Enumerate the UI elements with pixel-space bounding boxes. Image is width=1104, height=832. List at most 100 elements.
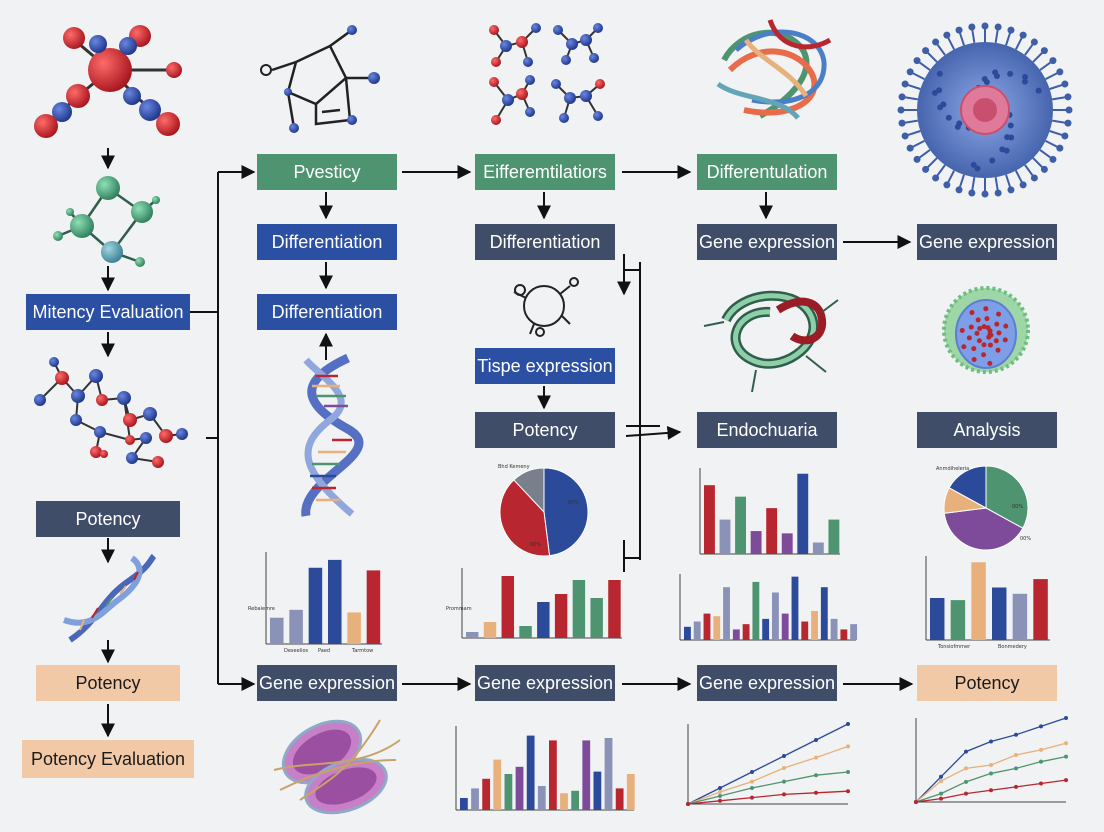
pie-label: 00% (1020, 536, 1031, 542)
bar (582, 740, 591, 810)
bar (615, 788, 624, 810)
branch-connector (190, 165, 256, 691)
pie-slice (543, 467, 589, 557)
bar (930, 598, 945, 640)
gene-expression-box-c3[interactable]: Gene expression (475, 665, 615, 701)
gene-expression-box-c5[interactable]: Gene expression (917, 224, 1057, 260)
potency-peach-box-right[interactable]: Potency (917, 665, 1057, 701)
gene-expression-box-c2[interactable]: Gene expression (257, 665, 397, 701)
series-point (964, 749, 968, 754)
bar (801, 621, 809, 640)
bar (750, 531, 762, 554)
series-point (846, 770, 850, 774)
pie-slice (985, 465, 1029, 529)
series-point (964, 791, 968, 796)
bar (704, 485, 715, 554)
potency-evaluation-box[interactable]: Potency Evaluation (22, 740, 194, 778)
bar (684, 626, 691, 640)
bar (811, 610, 818, 640)
series-point (989, 788, 993, 793)
bar (501, 576, 514, 638)
differentulation-box[interactable]: Differentulation (697, 154, 837, 190)
series-line (687, 745, 849, 805)
series-point (814, 790, 818, 795)
series-point (1014, 752, 1018, 757)
bar (812, 542, 824, 554)
series-point (686, 802, 690, 806)
bar (971, 562, 986, 640)
bar (460, 798, 468, 810)
bar (466, 632, 479, 638)
bar (366, 570, 381, 644)
bar (537, 602, 550, 638)
molecule-icon (34, 357, 188, 468)
series-point (782, 779, 786, 784)
x-tick-label: Bonmedery (998, 644, 1027, 650)
bar (482, 778, 491, 810)
potency-box-left[interactable]: Potency (36, 501, 180, 537)
series-point (814, 773, 818, 778)
eifferemtilatiors-box[interactable]: Eifferemtilatiors (475, 154, 615, 190)
bar (560, 793, 568, 810)
bar (328, 559, 342, 644)
series-point (989, 739, 993, 744)
gene-expression-box-c4[interactable]: Gene expression (697, 224, 837, 260)
bar (515, 766, 524, 810)
series-point (939, 791, 943, 796)
bar (752, 581, 760, 640)
series-point (914, 800, 918, 804)
differentiation-box-c2-2[interactable]: Differentiation (257, 294, 397, 330)
bar (537, 786, 546, 810)
series-point (1039, 747, 1043, 752)
bar (554, 594, 568, 638)
series-point (939, 774, 943, 779)
dna-helix-icon (62, 553, 157, 643)
bar (493, 759, 502, 810)
protein-ribbon-icon (703, 290, 839, 393)
bar (572, 580, 586, 638)
series-point (1064, 741, 1068, 746)
potency-box-c3[interactable]: Potency (475, 412, 615, 448)
gene-expression-box-c4-bottom[interactable]: Gene expression (697, 665, 837, 701)
series-point (846, 722, 850, 726)
bar (840, 629, 848, 640)
bar (772, 592, 779, 640)
bar (850, 624, 858, 640)
pie-slice (948, 465, 987, 509)
differentiation-box-c2-1[interactable]: Differentiation (257, 224, 397, 260)
pie-slice (513, 467, 545, 514)
differentiation-box-c3[interactable]: Differentiation (475, 224, 615, 260)
endochuaria-box[interactable]: Endochuaria (697, 412, 837, 448)
bar (1012, 593, 1028, 640)
pvesticy-box[interactable]: Pvesticy (257, 154, 397, 190)
series-point (718, 794, 722, 798)
y-axis-label: Prommam (446, 606, 472, 612)
series-point (718, 798, 722, 803)
tispe-expression-box[interactable]: Tispe expression (475, 348, 615, 384)
series-point (814, 738, 818, 742)
bar (791, 576, 799, 640)
series-point (750, 786, 754, 790)
bar (504, 774, 513, 810)
mitency-evaluation-box[interactable]: Mitency Evaluation (26, 294, 190, 330)
bar (604, 738, 613, 810)
bar (992, 587, 1007, 640)
series-point (782, 792, 786, 797)
series-point (1014, 784, 1018, 789)
series-point (782, 754, 786, 758)
molecule-icon (260, 25, 380, 133)
bar (471, 788, 479, 810)
cell-division-icon (273, 719, 401, 815)
bar (781, 613, 789, 640)
series-point (718, 786, 722, 790)
series-point (1014, 732, 1018, 737)
analysis-box[interactable]: Analysis (917, 412, 1057, 448)
bar (608, 580, 621, 638)
series-point (1039, 759, 1043, 764)
potency-peach-box-left[interactable]: Potency (36, 665, 180, 701)
bar (289, 609, 303, 644)
bar (762, 618, 770, 640)
bar (781, 533, 793, 554)
bar (797, 473, 809, 554)
series-point (939, 779, 943, 783)
